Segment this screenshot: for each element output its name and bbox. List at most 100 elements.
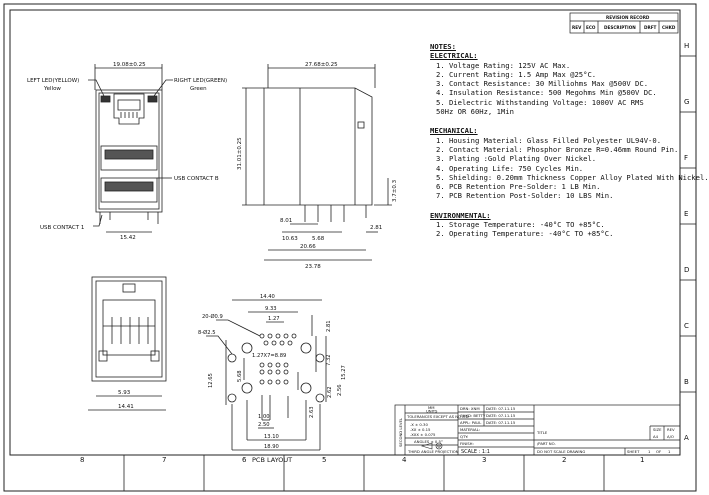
tb-tol-3: .XXX ± 0.075: [410, 432, 436, 437]
bottom-view: [88, 276, 167, 411]
pcb-hole-8: 8-Ø2.5: [198, 329, 216, 336]
border-col-6: 6: [242, 456, 247, 464]
tb-title: TITLE: [536, 430, 548, 435]
border-row-d: D: [684, 266, 689, 274]
pcb-dim-9-33: 9.33: [265, 306, 277, 312]
tb-drawn: DRN: XNM: [460, 406, 480, 411]
pcb-dim-1-27: 1.27: [268, 316, 280, 322]
inner-border: [9, 9, 681, 456]
tb-of-val: 1: [668, 449, 671, 454]
side-right-dim: 3.7±0.3: [392, 179, 398, 202]
electrical-item: 3. Contact Resistance: 30 Milliohms Max …: [436, 79, 649, 89]
tb-approved-date: DATE: 07.11.15: [486, 420, 516, 425]
environmental-item: 2. Operating Temperature: -40°C TO +85°C…: [436, 229, 614, 239]
mechanical-item: 7. PCB Retention Post-Solder: 10 LBS Min…: [436, 191, 614, 201]
title-block: [394, 404, 681, 456]
tb-tolerance: TOLERANCES EXCEPT AS NOTED: [406, 414, 469, 419]
rev-col-drft: DRFT: [644, 25, 657, 30]
tb-approved: APPL: PAUL: [460, 420, 482, 425]
border-col-4: 4: [402, 456, 407, 464]
mechanical-item: 2. Contact Material: Phosphor Bronze R=0…: [436, 144, 679, 154]
border-row-g: G: [684, 98, 689, 106]
tb-unit-label: MM: [428, 405, 435, 410]
pcb-dim-2-62: 2.62: [327, 386, 333, 398]
tb-rev-label: REV: [667, 427, 675, 432]
border-col-1: 1: [640, 456, 644, 464]
pcb-dim-5-68: 5.68: [237, 370, 243, 382]
left-led-label: LEFT LED(YELLOW): [27, 78, 79, 84]
tb-tol-2: .XX ± 0.15: [410, 427, 431, 432]
revision-record: [569, 12, 679, 34]
border-col-7: 7: [162, 456, 166, 464]
electrical-item: 4. Insulation Resistance: 500 Megohms Mi…: [436, 88, 657, 98]
tb-size-label: SIZE: [653, 427, 662, 432]
tb-material: MATERIAL:: [460, 427, 480, 432]
pcb-layout-title: PCB LAYOUT: [252, 456, 292, 464]
border-row-a: A: [684, 434, 689, 442]
electrical-item: 50Hz OR 60Hz, 1Min: [436, 107, 514, 117]
tb-sheet-val: 1: [648, 449, 651, 454]
tb-side-label: SECOND LEVEL: [398, 417, 403, 447]
bottom-dim-5-93: 5.93: [118, 390, 131, 396]
front-view: [88, 64, 173, 233]
border-row-b: B: [684, 378, 689, 386]
pcb-dim-7-32: 7.32: [326, 354, 332, 366]
electrical-item: 5. Dielectric Withstanding Voltage: 1000…: [436, 97, 644, 107]
pcb-dim-2-81: 2.81: [326, 320, 332, 332]
mechanical-title: MECHANICAL:: [430, 126, 478, 136]
tb-of: OF: [656, 449, 661, 454]
pcb-dim-2-50: 2.50: [258, 422, 270, 428]
revision-record-title: REVISION RECORD: [606, 15, 650, 20]
side-dim-5-68: 5.68: [312, 236, 325, 242]
side-view: [242, 64, 392, 261]
electrical-title: ELECTRICAL:: [430, 51, 478, 61]
tb-tol-1: .X ± 0.30: [410, 422, 428, 427]
tb-finish: FINISH:: [460, 441, 474, 446]
side-dim-2-81: 2.81: [370, 225, 382, 231]
tb-checked-date: DATE: 07.11.15: [486, 413, 516, 418]
pcb-pin-grid: [259, 333, 297, 385]
border-col-8: 8: [80, 456, 84, 464]
border-row-f: F: [684, 154, 688, 162]
border-ticks: [123, 55, 696, 491]
notes-panel: NOTES: ELECTRICAL: 1. Voltage Rating: 12…: [430, 42, 709, 239]
mechanical-item: 5. Shielding: 0.20mm Thickness Copper Al…: [436, 172, 709, 182]
tb-rev: A/O: [667, 434, 674, 439]
border-col-3: 3: [482, 456, 486, 464]
pcb-dim-15-27: 15.27: [341, 365, 347, 380]
notes-title: NOTES:: [430, 42, 456, 51]
front-width-dim: 19.08±0.25: [113, 62, 146, 68]
tb-drawn-date: DATE: 07.11.15: [486, 406, 516, 411]
right-led-label: RIGHT LED(GREEN): [174, 78, 227, 84]
left-led-color: Yellow: [43, 86, 61, 92]
rev-col-eco: ECO: [586, 25, 596, 30]
side-dim-8-01: 8.01: [280, 218, 292, 224]
pcb-dim-1-00: 1.00: [258, 414, 270, 420]
pcb-dim-14-40: 14.40: [260, 294, 275, 300]
border-col-2: 2: [562, 456, 566, 464]
tb-scale: SCALE : 1:1: [461, 449, 490, 455]
pcb-dim-2-63: 2.63: [309, 406, 315, 418]
bottom-dim-14-41: 14.41: [118, 404, 134, 410]
electrical-item: 2. Current Rating: 1.5 Amp Max @25°C.: [436, 69, 597, 79]
usb-contact-b-label: USB CONTACT B: [174, 176, 219, 182]
border-row-h: H: [684, 42, 689, 50]
pcb-dim-12-65: 12.65: [208, 373, 214, 388]
tb-projection: THIRD ANGLE PROJECTION: [407, 449, 459, 454]
border-row-e: E: [684, 210, 688, 218]
mechanical-item: 1. Housing Material: Glass Filled Polyes…: [436, 135, 662, 145]
pcb-dim-pitch: 1.27X7=8.89: [252, 353, 286, 359]
tb-qty: QTY:: [460, 434, 468, 439]
side-dim-23-78: 23.78: [305, 264, 321, 270]
pcb-dim-18-90: 18.90: [264, 444, 279, 450]
tb-part-no: /PART NO.: [537, 441, 556, 446]
usb-contact-1-label: USB CONTACT 1: [40, 225, 84, 231]
mechanical-item: 4. Operating Life: 750 Cycles Min.: [436, 163, 584, 173]
pcb-layout: [206, 299, 327, 451]
border-row-c: C: [684, 322, 689, 330]
tb-checked: CHKD: BETTY: [460, 413, 486, 418]
tb-sheet: SHEET: [627, 449, 640, 454]
tb-unit-sub: UNITS: [426, 409, 438, 414]
electrical-item: 1. Voltage Rating: 125V AC Max.: [436, 60, 571, 70]
